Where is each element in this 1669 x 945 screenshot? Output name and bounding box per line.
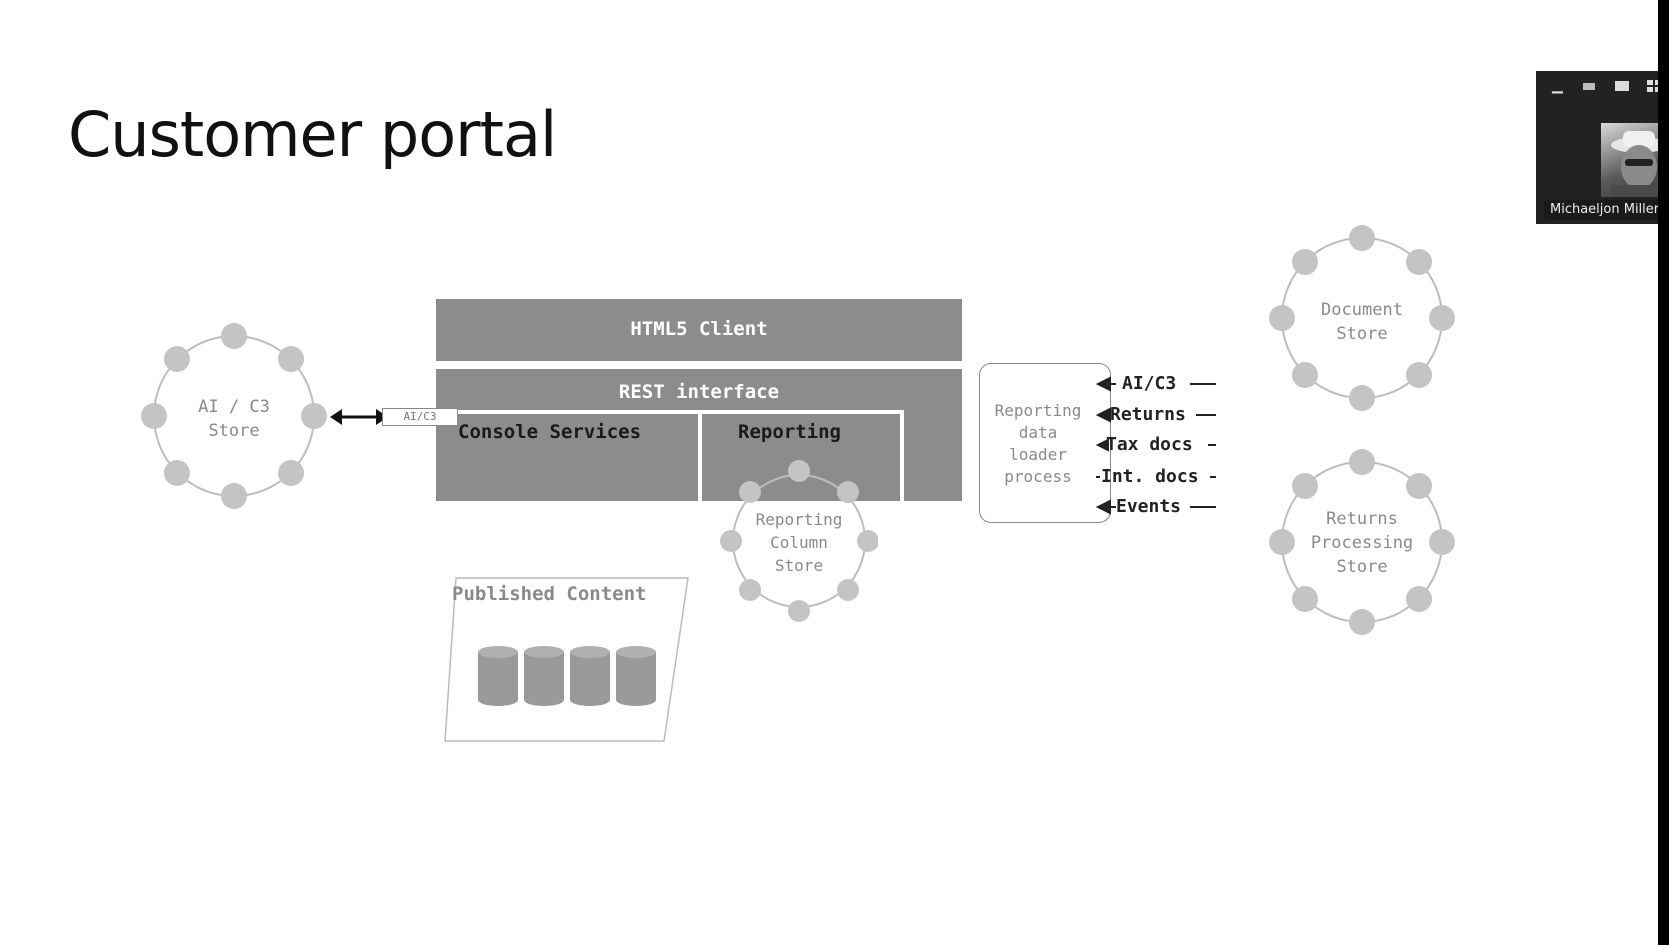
participant-avatar bbox=[1601, 123, 1669, 197]
html5-client-box: HTML5 Client bbox=[436, 299, 962, 361]
document-store-line-2: Store bbox=[1336, 324, 1388, 344]
loader-line-4: process bbox=[1004, 467, 1072, 486]
feed-tax-docs: Tax docs bbox=[1106, 434, 1193, 455]
reporting-column-store-line-2: Column bbox=[770, 533, 828, 552]
rest-inner-right-divider bbox=[900, 410, 904, 501]
participant-name: Michaeljon Miller bbox=[1544, 200, 1666, 220]
feed-arrows bbox=[1095, 376, 1216, 515]
reporting-column-store-label: Reporting Column Store bbox=[739, 508, 859, 577]
loader-process-box bbox=[979, 363, 1111, 523]
feed-events: Events bbox=[1116, 496, 1182, 517]
published-content-frame bbox=[444, 577, 689, 742]
returns-processing-store-label: Returns Processing Store bbox=[1292, 507, 1432, 579]
ai-c3-connector-tag: AI/C3 bbox=[382, 408, 458, 426]
returns-store-line-2: Processing bbox=[1310, 533, 1414, 553]
returns-processing-store-ring bbox=[1269, 449, 1455, 635]
returns-store-line-1: Returns bbox=[1326, 509, 1398, 529]
loader-line-3: loader bbox=[1009, 445, 1067, 464]
ai-c3-store-ring bbox=[141, 323, 327, 509]
document-store-line-1: Document bbox=[1321, 300, 1403, 320]
minimize-icon[interactable]: ▁ bbox=[1552, 78, 1563, 94]
rest-inner-top-divider bbox=[436, 410, 902, 414]
rest-interface-box: REST interface Console Services Reportin… bbox=[436, 369, 962, 501]
ai-c3-store-line-2: Store bbox=[208, 421, 260, 441]
feed-ai-c3: AI/C3 bbox=[1122, 373, 1177, 394]
rest-inner-mid-divider bbox=[698, 410, 702, 501]
loader-line-2: data bbox=[1018, 423, 1058, 442]
returns-store-line-3: Store bbox=[1336, 557, 1388, 577]
loader-process-label: Reporting data loader process bbox=[984, 400, 1092, 488]
rest-interface-label: REST interface bbox=[618, 381, 780, 403]
participant-video-panel[interactable]: ▁ Michaeljon Miller bbox=[1536, 71, 1669, 224]
console-services-label: Console Services bbox=[458, 421, 642, 443]
document-store-ring bbox=[1269, 225, 1455, 411]
reporting-column-store-line-3: Store bbox=[774, 556, 824, 575]
document-store-label: Document Store bbox=[1302, 298, 1422, 346]
ai-c3-connector-arrow bbox=[330, 409, 388, 425]
feed-int-docs: Int. docs bbox=[1101, 466, 1199, 487]
window-edge bbox=[1658, 0, 1669, 945]
feed-returns: Returns bbox=[1110, 404, 1186, 425]
published-content-label: Published Content bbox=[452, 583, 647, 605]
reporting-label: Reporting bbox=[738, 421, 841, 443]
hide-video-icon[interactable] bbox=[1582, 79, 1596, 96]
speaker-view-icon[interactable] bbox=[1614, 79, 1630, 96]
reporting-column-store-line-1: Reporting bbox=[755, 510, 843, 529]
ai-c3-store-label: AI / C3 Store bbox=[174, 395, 294, 443]
ai-c3-store-line-1: AI / C3 bbox=[198, 397, 270, 417]
reporting-column-store-ring bbox=[720, 460, 878, 622]
loader-line-1: Reporting bbox=[994, 401, 1082, 420]
slide-title: Customer portal bbox=[68, 98, 557, 171]
html5-client-label: HTML5 Client bbox=[630, 318, 768, 340]
